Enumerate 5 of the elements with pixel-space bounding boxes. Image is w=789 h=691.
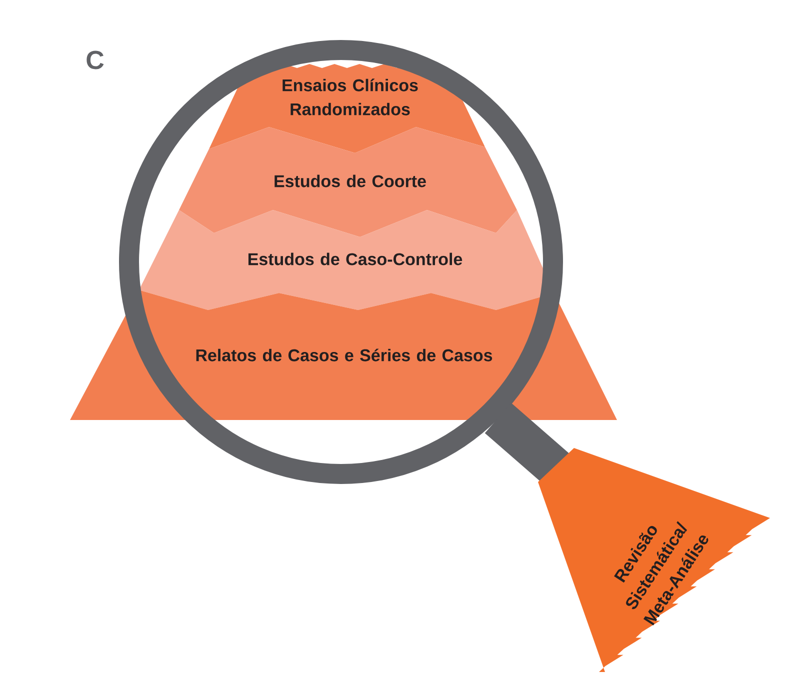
layer-label: Relatos de Casos e Séries de Casos (196, 348, 492, 362)
layer-label: Estudos de Coorte (274, 174, 426, 188)
panel-letter: C (86, 50, 104, 70)
layer-label: Estudos de Caso-Controle (248, 252, 462, 266)
layer-label: Ensaios Clínicos Randomizados (282, 78, 418, 116)
